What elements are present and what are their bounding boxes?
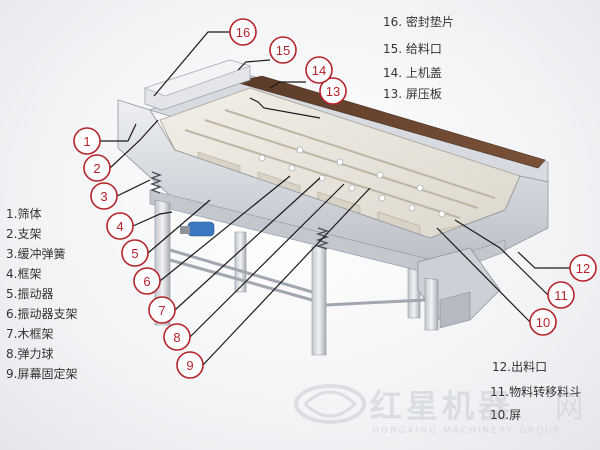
callout-4: 4 <box>106 212 134 240</box>
watermark-cn: 红星机器 <box>370 387 514 425</box>
legend-item-2: 2.支架 <box>6 227 42 241</box>
callout-label-11: 11 <box>554 288 568 303</box>
callout-10: 10 <box>529 308 557 336</box>
feed-inlet-top <box>144 59 251 97</box>
back-leg-left <box>234 231 247 293</box>
callout-label-2: 2 <box>93 161 100 176</box>
callout-3: 3 <box>90 182 118 210</box>
callout-14: 14 <box>305 56 333 84</box>
callout-label-16: 16 <box>236 25 250 40</box>
watermark-logo-icon <box>294 384 366 424</box>
callout-label-14: 14 <box>312 63 326 78</box>
callout-label-8: 8 <box>173 330 180 345</box>
callout-label-3: 3 <box>100 189 107 204</box>
callouts: 1 2 3 4 5 6 7 8 9 10 11 12 13 14 15 16 <box>73 18 597 379</box>
legend-item-13: 13. 屏压板 <box>383 87 442 101</box>
legend-item-8: 8.弹力球 <box>6 347 54 361</box>
legend-item-7: 7.木框架 <box>6 327 54 341</box>
legend-item-16: 16. 密封垫片 <box>383 15 454 29</box>
cross-braces <box>169 248 426 307</box>
callout-label-5: 5 <box>131 246 138 261</box>
legend-item-12: 12.出料口 <box>492 360 548 374</box>
watermark-site: 网 <box>555 391 583 424</box>
legend-item-14: 14. 上机盖 <box>383 66 442 80</box>
callout-15: 15 <box>269 36 297 64</box>
legend-item-9: 9.屏幕固定架 <box>6 367 78 381</box>
legend-item-10: 10.屏 <box>490 408 522 422</box>
callout-label-13: 13 <box>326 84 340 99</box>
legend-item-11: 11.物料转移料斗 <box>490 385 582 399</box>
legend-item-4: 4.框架 <box>6 267 42 281</box>
callout-16: 16 <box>229 18 257 46</box>
legend-item-3: 3.缓冲弹簧 <box>6 247 66 261</box>
callout-2: 2 <box>83 154 111 182</box>
callout-label-7: 7 <box>158 303 165 318</box>
callout-7: 7 <box>148 296 176 324</box>
callout-label-12: 12 <box>576 261 590 276</box>
front-leg-mid <box>311 245 327 356</box>
front-leg-right <box>424 277 439 331</box>
upper-cover <box>234 75 546 169</box>
watermark-en: HONGXING MACHINERY GROUP <box>372 426 561 436</box>
watermark: 红星机器 网 HONGXING MACHINERY GROUP <box>294 384 583 436</box>
legend-item-6: 6.振动器支架 <box>6 307 78 321</box>
callout-9: 9 <box>176 351 204 379</box>
callout-11: 11 <box>547 281 575 309</box>
callout-13: 13 <box>319 77 347 105</box>
callout-label-10: 10 <box>536 315 550 330</box>
elastic-balls <box>258 146 446 218</box>
callout-12: 12 <box>569 254 597 282</box>
callout-1: 1 <box>73 127 101 155</box>
callout-5: 5 <box>121 239 149 267</box>
callout-label-4: 4 <box>116 219 123 234</box>
leader-lines <box>100 31 570 366</box>
callout-label-6: 6 <box>143 274 150 289</box>
callout-label-15: 15 <box>276 43 290 58</box>
legend-item-5: 5.振动器 <box>6 287 54 301</box>
legend-item-15: 15. 给料口 <box>383 42 442 56</box>
callout-label-9: 9 <box>186 358 193 373</box>
callout-label-1: 1 <box>83 134 90 149</box>
discharge-outlet <box>439 291 471 329</box>
callout-8: 8 <box>163 323 191 351</box>
callout-6: 6 <box>133 267 161 295</box>
vibrator <box>180 221 215 237</box>
legend-item-1: 1.筛体 <box>6 207 42 221</box>
